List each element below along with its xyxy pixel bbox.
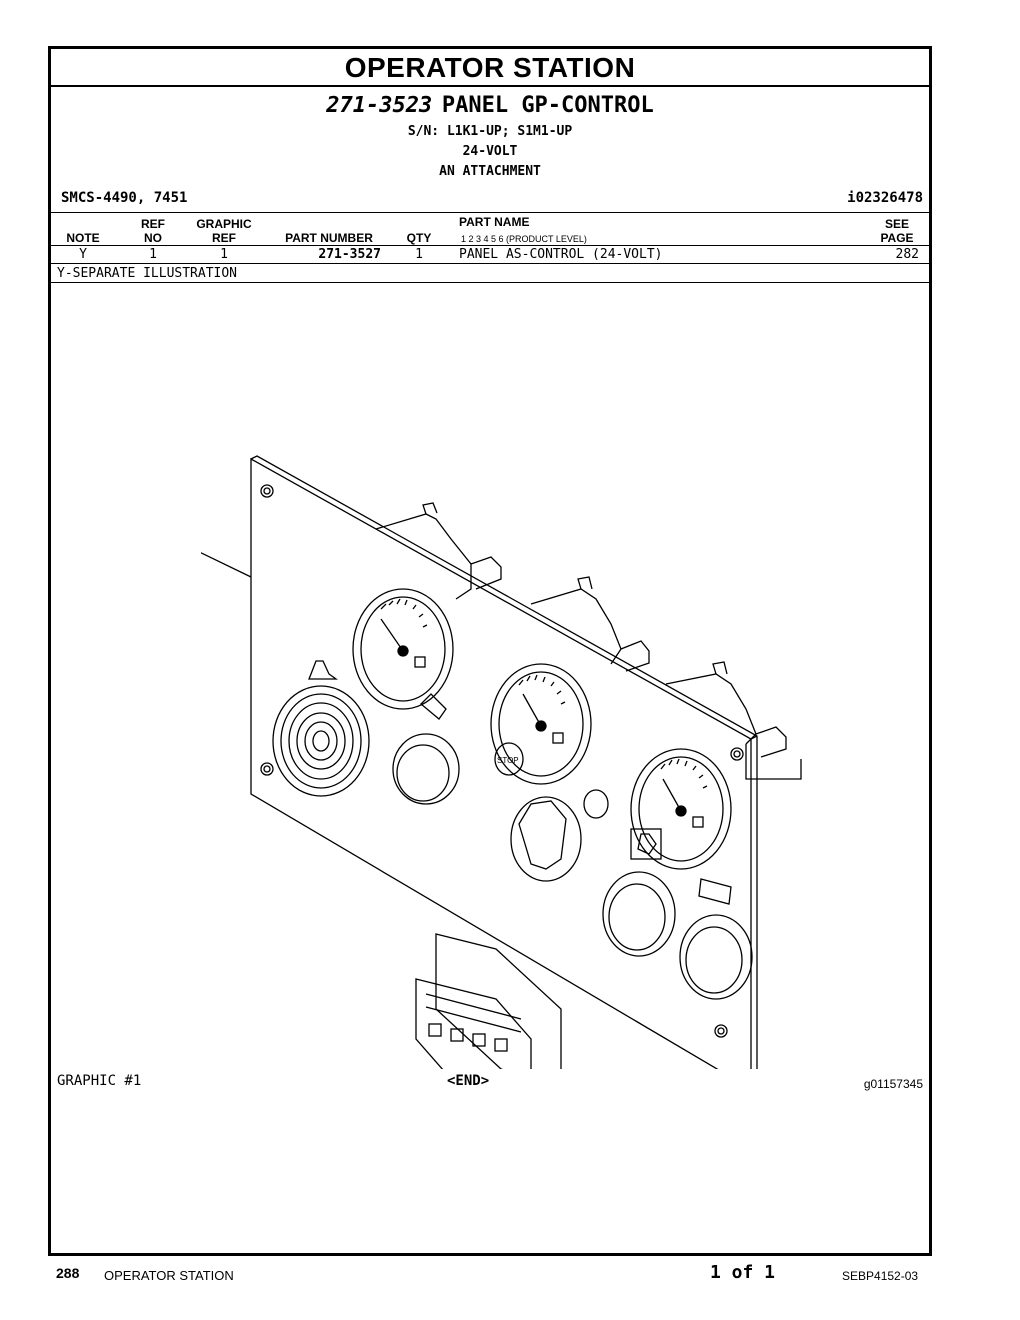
gauge-right: [630, 748, 732, 870]
divider: [51, 263, 929, 264]
footnote: Y-SEPARATE ILLUSTRATION: [57, 266, 238, 281]
gauge-center: [490, 663, 592, 785]
page-number: 288: [56, 1265, 80, 1281]
col-graphic-ref-top: GRAPHIC: [196, 217, 252, 231]
section-title-bar: OPERATOR STATION: [51, 49, 929, 87]
panel-plate: [250, 455, 758, 1069]
doc-number: SEBP4152-03: [842, 1269, 919, 1283]
row-graphic-ref: 1: [220, 247, 228, 262]
document-frame: OPERATOR STATION 271-3523 PANEL GP-CONTR…: [48, 46, 932, 1256]
col-product-level: 1 2 3 4 5 6 (PRODUCT LEVEL): [461, 234, 587, 244]
section-title: OPERATOR STATION: [344, 52, 636, 83]
voltage: 24-VOLT: [462, 144, 518, 159]
end-label: <END>: [447, 1073, 490, 1089]
pushbutton-left: [392, 693, 460, 805]
col-note: NOTE: [66, 231, 100, 245]
row-part-number[interactable]: 271-3527: [318, 247, 381, 262]
rear-gauge-housings: [375, 502, 802, 780]
part-heading: 271-3523 PANEL GP-CONTROL: [51, 93, 929, 118]
col-see-page-bottom: PAGE: [880, 231, 914, 245]
row-ref-no: 1: [149, 247, 157, 262]
panel-illustration: 1: [201, 455, 802, 1069]
smcs-code: SMCS-4490, 7451: [61, 190, 188, 206]
footer-section: OPERATOR STATION: [104, 1268, 234, 1283]
col-graphic-ref-bottom: REF: [212, 231, 236, 245]
rotary-knob: [272, 685, 370, 797]
col-part-number: PART NUMBER: [285, 231, 373, 245]
graphic-number: g01157345: [863, 1077, 923, 1091]
divider: [51, 212, 929, 213]
divider: [51, 282, 929, 283]
col-qty: QTY: [406, 231, 432, 245]
lower-buttons: [602, 828, 753, 1000]
illustration-id: i02326478: [847, 190, 923, 206]
row-see-page[interactable]: 282: [895, 247, 919, 262]
row-qty: 1: [415, 247, 423, 262]
col-ref-no-bottom: NO: [144, 231, 162, 245]
stop-label: STOP: [497, 756, 519, 765]
graphic-label: GRAPHIC #1: [57, 1073, 142, 1089]
stop-switch: STOP: [494, 742, 609, 882]
serial-range: S/N: L1K1-UP; S1M1-UP: [407, 124, 573, 139]
row-part-name: PANEL AS-CONTROL (24-VOLT): [459, 247, 663, 262]
knob-symbol: [308, 660, 339, 680]
col-ref-no-top: REF: [141, 217, 165, 231]
col-part-name: PART NAME: [459, 215, 530, 229]
group-part-number: 271-3523: [326, 93, 433, 118]
page-of: 1 of 1: [710, 1262, 776, 1283]
connector: [415, 933, 562, 1069]
group-part-name: PANEL GP-CONTROL: [441, 93, 654, 118]
row-note: Y: [79, 247, 87, 262]
gauge-left: [352, 588, 454, 710]
attachment-note: AN ATTACHMENT: [439, 164, 541, 179]
col-see-page-top: SEE: [884, 217, 909, 231]
callout-leader: [201, 552, 252, 578]
divider: [51, 245, 929, 246]
